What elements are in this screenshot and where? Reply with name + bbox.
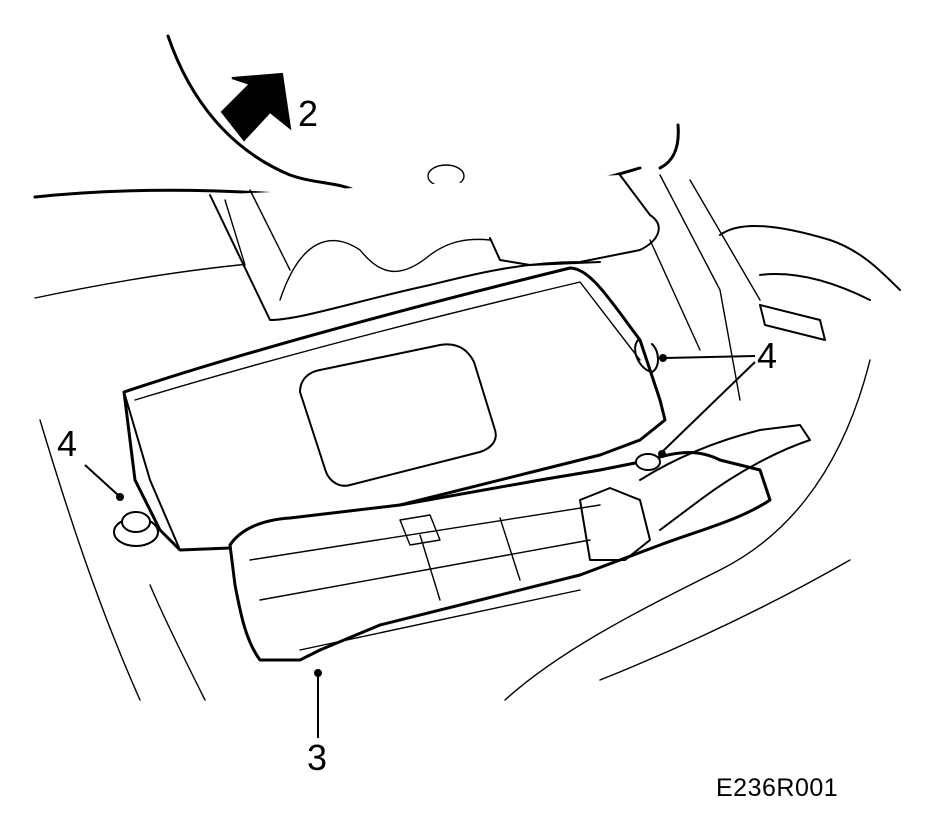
fastener-left [113,511,159,547]
connector-ribs [249,504,601,651]
connector-clip [579,487,651,561]
body-panel-curve [166,34,360,194]
leader-4-left-dot [116,493,124,501]
leader-4-dot-bottom [658,450,666,458]
callout-2: 2 [298,93,319,134]
leader-4-top [664,355,756,359]
leader-4-dot-top [659,354,667,362]
hose-2 [759,273,871,301]
module-label-window [299,343,497,487]
module-lid [134,281,641,401]
fastener-right-top [634,339,659,373]
left-panel-line-2 [149,584,206,701]
leader-3-dot [314,669,322,677]
left-panel-line [39,419,141,701]
mounting-bracket [209,174,660,321]
panel-right-edge [658,123,680,170]
leader-4-left [84,464,119,496]
bracket-inner [279,238,491,301]
pipe-lines [649,174,761,401]
callout-4-left: 4 [57,423,78,464]
bracket-tab [489,237,601,266]
cable-boot [639,424,811,531]
bracket-side [224,189,291,271]
wiring-harness-2 [599,559,851,681]
hose [719,225,901,291]
fastener-right-bottom [635,453,661,471]
figure-code: E236R001 [716,774,839,802]
control-module-body [122,266,667,552]
wiring-harness [504,359,871,701]
callout-4-right: 4 [757,335,778,376]
callout-3: 3 [307,737,328,778]
module-top-edge [123,391,181,551]
leader-4-bottom [661,361,756,453]
direction-arrow [220,72,292,142]
clip-right [759,304,826,341]
floor-line [34,261,271,299]
